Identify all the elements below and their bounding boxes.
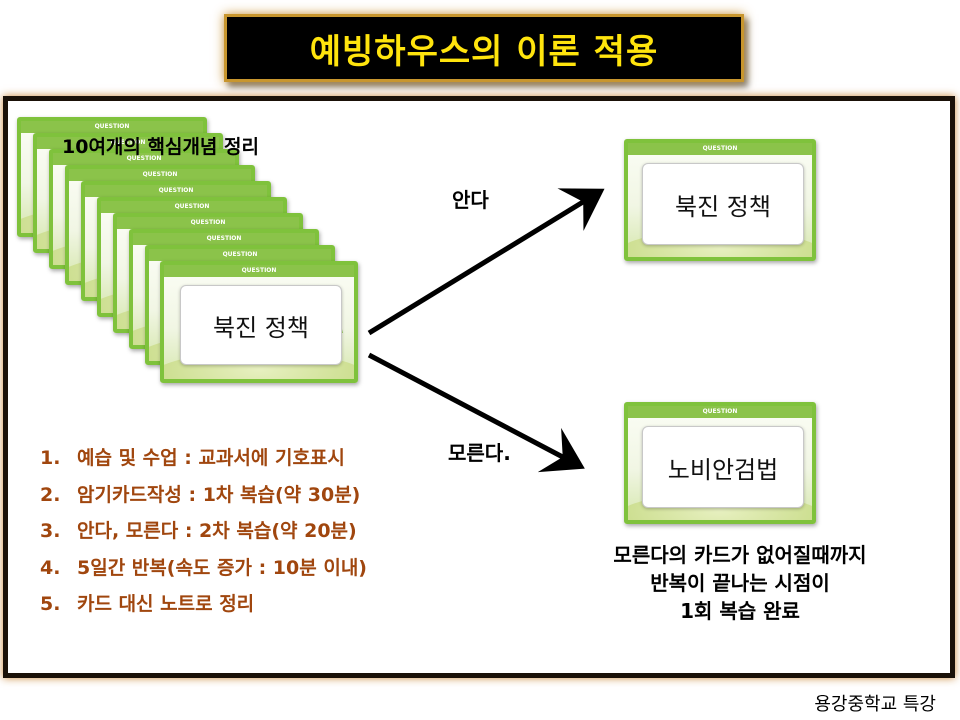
dont-know-card-text: 노비안검법 <box>642 426 804 508</box>
step-item: 4.5일간 반복(속도 증가 : 10분 이내) <box>40 550 367 587</box>
caption-line: 1회 복습 완료 <box>540 597 940 625</box>
completion-caption: 모른다의 카드가 없어질때까지 반복이 끝나는 시점이 1회 복습 완료 <box>540 541 940 625</box>
step-item: 3.안다, 모른다 : 2차 복습(약 20분) <box>40 513 367 550</box>
step-item: 1.예습 및 수업 : 교과서에 기호표시 <box>40 440 367 477</box>
know-card-text: 북진 정책 <box>642 163 804 245</box>
caption-line: 모른다의 카드가 없어질때까지 <box>540 541 940 569</box>
dont-know-card: QUESTION 노비안검법 <box>624 402 816 524</box>
step-item: 5.카드 대신 노트로 정리 <box>40 586 367 623</box>
arrow-know <box>369 194 596 333</box>
know-card: QUESTION 북진 정책 <box>624 139 816 261</box>
step-item: 2.암기카드작성 : 1차 복습(약 30분) <box>40 477 367 514</box>
know-label: 안다 <box>452 184 489 213</box>
caption-line: 반복이 끝나는 시점이 <box>540 569 940 597</box>
footer-text: 용강중학교 특강 <box>814 690 936 716</box>
dont-know-label: 모른다. <box>448 437 511 466</box>
steps-list: 1.예습 및 수업 : 교과서에 기호표시 2.암기카드작성 : 1차 복습(약… <box>40 440 367 623</box>
